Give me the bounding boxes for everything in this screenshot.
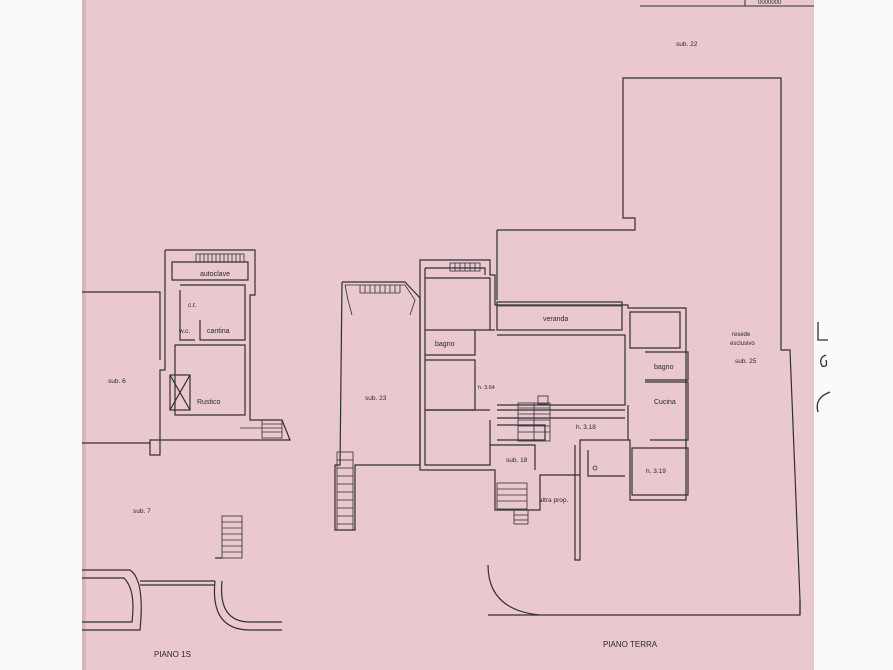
label-bagno-1: bagno — [435, 341, 455, 348]
sub23-garage — [334, 281, 421, 531]
label-esclusivo: esclusivo — [730, 341, 755, 347]
veranda-room — [496, 301, 623, 331]
sub7-stair — [221, 515, 243, 559]
label-h318: h. 3.18 — [576, 424, 596, 431]
sub23-stair-top — [344, 284, 416, 316]
top-code: 0000000 — [758, 0, 782, 6]
floor-label-ground: PIANO TERRA — [603, 640, 658, 649]
bottom-arc — [487, 564, 541, 616]
label-h364: h. 3.64 — [478, 385, 495, 391]
label-sub23: sub. 23 — [365, 395, 387, 402]
label-sub7: sub. 7 — [133, 508, 151, 515]
edge-marks — [816, 322, 831, 413]
paper — [82, 0, 814, 670]
basement-block — [149, 249, 291, 456]
paper-shadow-left — [82, 0, 86, 670]
label-autoclave: autoclave — [200, 271, 230, 278]
plan-walls — [82, 77, 801, 631]
sub6-boundary — [82, 291, 161, 360]
label-cantina: cantina — [207, 328, 230, 335]
altra-prop-wall — [574, 445, 581, 561]
label-sub22: sub. 22 — [676, 41, 698, 48]
floor-label-basement: PIANO 1S — [154, 650, 191, 659]
room-labels: sub. 22 autoclave c.t. w.c. cantina Rust… — [108, 41, 757, 659]
title-block-corner: 0000000 — [640, 0, 814, 7]
sub23-stair-bottom — [336, 451, 354, 531]
central-stair — [517, 395, 551, 442]
label-bagno-2: bagno — [654, 364, 674, 371]
label-altra-prop: altra prop. — [539, 497, 568, 504]
sub18-stair — [496, 482, 529, 525]
label-veranda: veranda — [543, 316, 568, 323]
basement-stair-right — [240, 419, 283, 439]
basement-courtyard-wall — [82, 569, 142, 631]
label-ct: c.t. — [188, 302, 197, 309]
label-cucina: Cucina — [654, 399, 676, 406]
label-sub6: sub. 6 — [108, 378, 126, 385]
house-outer — [419, 259, 687, 511]
label-sub18: sub. 18 — [506, 457, 528, 464]
label-h319: h. 3.19 — [646, 468, 666, 475]
label-resede: resede — [732, 332, 751, 338]
basement-stair-top — [195, 253, 245, 263]
house-top-stair — [449, 262, 481, 272]
sub18-block — [490, 444, 536, 470]
label-wc: w.c. — [178, 328, 190, 335]
label-sub25: sub. 25 — [735, 358, 757, 365]
label-rustico: Rustico — [197, 399, 220, 406]
